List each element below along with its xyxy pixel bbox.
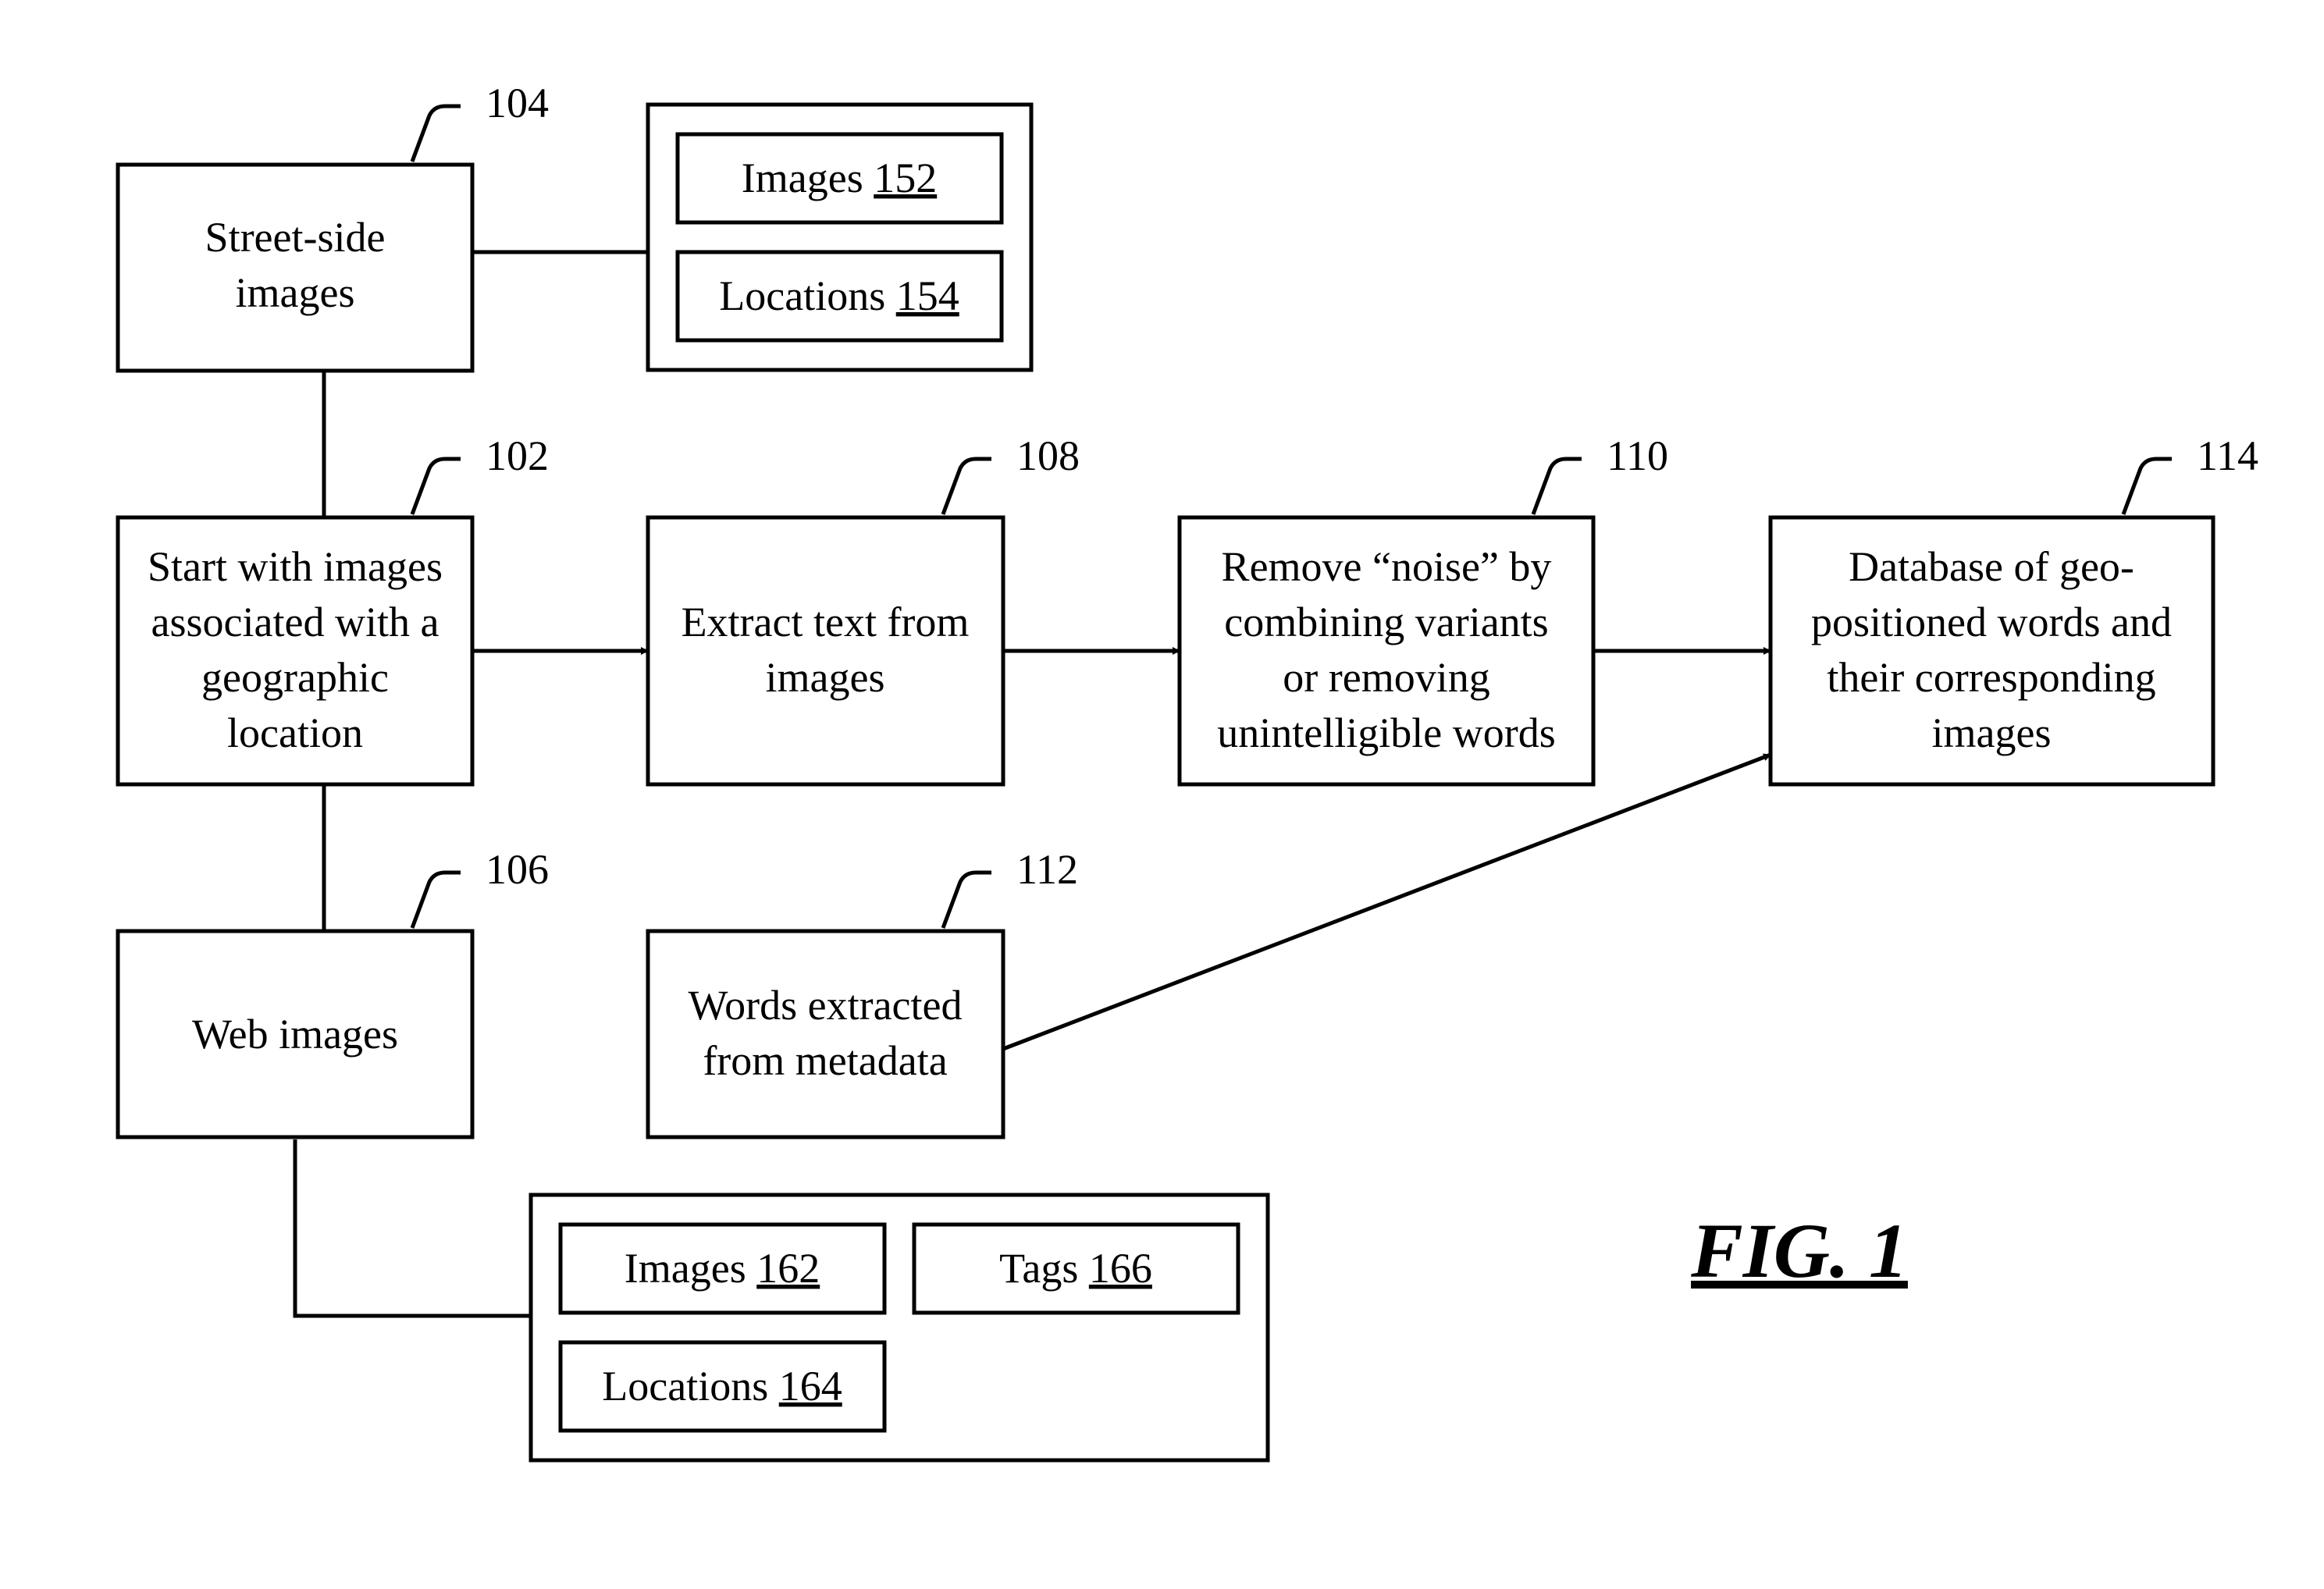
street-item-images-number: 152 bbox=[874, 155, 937, 201]
web-item-locations: Locations 164 bbox=[561, 1342, 884, 1431]
ref-leader-112 bbox=[943, 873, 991, 928]
node-database: Database of geo- positioned words and th… bbox=[1771, 432, 2258, 784]
svg-text:Locations 15: Locations 154 bbox=[719, 272, 959, 319]
figure-label: FIG. 1 bbox=[1690, 1207, 1908, 1294]
street-data-group: Images 152 Locations 154 bbox=[648, 105, 1031, 370]
svg-text:Images 152: Images 152 bbox=[742, 155, 937, 201]
ref-number-108: 108 bbox=[1016, 432, 1080, 479]
node-database-line-1: Database of geo- bbox=[1849, 543, 2134, 590]
node-start-line-3: geographic bbox=[201, 654, 389, 701]
street-item-locations-number: 154 bbox=[896, 272, 959, 319]
node-web-line-1: Web images bbox=[192, 1011, 398, 1058]
web-item-images-number: 162 bbox=[756, 1245, 820, 1292]
web-item-locations-label: Locations bbox=[602, 1363, 768, 1409]
ref-leader-106 bbox=[412, 873, 461, 928]
ref-leader-114 bbox=[2123, 459, 2172, 514]
web-item-images-label: Images bbox=[625, 1245, 746, 1292]
street-item-locations: Locations 154 bbox=[678, 252, 1002, 340]
street-item-images-label: Images bbox=[742, 155, 863, 201]
node-start-images: Start with images associated with a geog… bbox=[118, 432, 549, 784]
node-remove-line-3: or removing bbox=[1283, 654, 1489, 701]
web-item-locations-number: 164 bbox=[779, 1363, 842, 1409]
node-metadata-line-1: Words extracted bbox=[689, 982, 963, 1029]
node-web-images: Web images 106 bbox=[118, 846, 549, 1137]
street-item-locations-label: Locations bbox=[719, 272, 885, 319]
ref-leader-110 bbox=[1533, 459, 1582, 514]
node-street-side-line-2: images bbox=[236, 269, 355, 316]
arrow-metadata-to-database bbox=[1003, 755, 1771, 1049]
ref-number-102: 102 bbox=[486, 432, 549, 479]
node-metadata-words: Words extracted from metadata 112 bbox=[648, 846, 1078, 1137]
svg-text:Locations 16: Locations 164 bbox=[602, 1363, 842, 1409]
node-database-line-3: their corresponding bbox=[1827, 654, 2155, 701]
web-item-images: Images 162 bbox=[561, 1225, 884, 1313]
node-metadata-line-2: from metadata bbox=[703, 1037, 947, 1084]
street-item-images: Images 152 bbox=[678, 134, 1002, 222]
node-start-line-1: Start with images bbox=[148, 543, 443, 590]
ref-number-104: 104 bbox=[486, 80, 549, 126]
web-item-tags: Tags 166 bbox=[914, 1225, 1238, 1313]
connector-web-to-group bbox=[295, 1139, 531, 1316]
node-remove-line-1: Remove “noise” by bbox=[1222, 543, 1552, 590]
node-database-line-2: positioned words and bbox=[1811, 599, 2172, 645]
ref-number-106: 106 bbox=[486, 846, 549, 893]
node-remove-line-4: unintelligible words bbox=[1217, 709, 1555, 756]
node-start-line-4: location bbox=[227, 709, 363, 756]
ref-leader-104 bbox=[412, 106, 461, 162]
node-street-side-images: Street-side images 104 bbox=[118, 80, 549, 371]
node-remove-noise: Remove “noise” by combining variants or … bbox=[1180, 432, 1668, 784]
node-start-line-2: associated with a bbox=[151, 599, 440, 645]
ref-leader-108 bbox=[943, 459, 991, 514]
node-extract-line-1: Extract text from bbox=[682, 599, 970, 645]
web-item-tags-label: Tags bbox=[999, 1245, 1078, 1292]
ref-number-114: 114 bbox=[2197, 432, 2258, 479]
ref-leader-102 bbox=[412, 459, 461, 514]
web-item-tags-number: 166 bbox=[1089, 1245, 1152, 1292]
ref-number-112: 112 bbox=[1016, 846, 1078, 893]
node-database-line-4: images bbox=[1932, 709, 2052, 756]
node-extract-line-2: images bbox=[766, 654, 885, 701]
ref-number-110: 110 bbox=[1607, 432, 1668, 479]
node-extract-text: Extract text from images 108 bbox=[648, 432, 1080, 784]
node-street-side-line-1: Street-side bbox=[205, 214, 386, 261]
svg-text:Images 162: Images 162 bbox=[625, 1245, 820, 1292]
web-data-group: Images 162 Tags 166 Locations 164 bbox=[531, 1195, 1268, 1460]
svg-text:Tags 166: Tags 166 bbox=[999, 1245, 1152, 1292]
node-remove-line-2: combining variants bbox=[1224, 599, 1548, 645]
